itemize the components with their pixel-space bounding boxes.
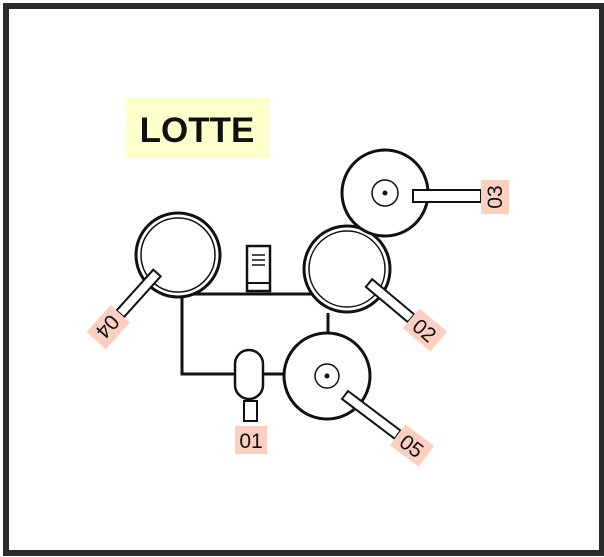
component-03-label-bg bbox=[481, 180, 509, 214]
component-02-inner-ring bbox=[308, 230, 386, 308]
component-05-label-bg bbox=[389, 424, 435, 467]
component-01-label: 01 bbox=[239, 430, 262, 453]
component-01-capsule bbox=[233, 348, 265, 401]
component-01-stem bbox=[243, 400, 258, 422]
component-04-inner-ring bbox=[140, 217, 216, 293]
diagram-title: LOTTE bbox=[140, 111, 255, 150]
component-02-label-bg bbox=[402, 308, 448, 352]
component-05-center-dot bbox=[324, 373, 330, 379]
component-04-arm-bar bbox=[115, 268, 163, 319]
control-panel bbox=[245, 244, 272, 293]
component-03: 03 bbox=[340, 148, 509, 238]
component-03-arm-bar bbox=[412, 189, 482, 203]
body-left-outline bbox=[180, 294, 242, 376]
component-04-label-bg bbox=[86, 305, 130, 350]
component-01: 01 bbox=[233, 348, 267, 454]
component-03-center-dot bbox=[382, 190, 388, 196]
component-05-arm-bar bbox=[340, 389, 403, 441]
component-02-outer-ring bbox=[302, 224, 392, 314]
component-03-arm: 03 bbox=[412, 180, 509, 214]
component-02: 02 bbox=[302, 224, 448, 352]
title-group: LOTTE bbox=[126, 98, 269, 158]
component-01-label-bg bbox=[235, 426, 267, 454]
component-03-label: 03 bbox=[484, 185, 507, 208]
title-highlight bbox=[126, 98, 269, 158]
component-04: 04 bbox=[86, 211, 222, 350]
control-panel-box bbox=[245, 244, 272, 293]
